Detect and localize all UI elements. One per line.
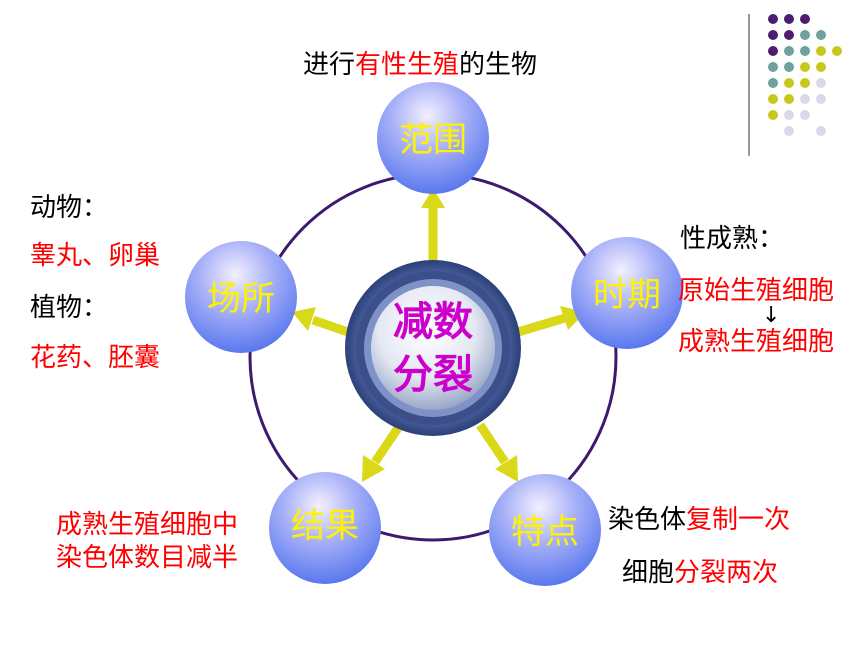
scope-description: 进行有性生殖的生物: [303, 52, 537, 78]
scope-post: 的生物: [459, 50, 538, 80]
center-label-line2: 分裂: [393, 352, 473, 398]
feature-line1-pre: 染色体: [608, 505, 687, 535]
period-line1: 原始生殖细胞: [678, 276, 835, 306]
site-animal-value: 睾丸、卵巢: [30, 241, 161, 271]
site-plant-value: 花药、胚囊: [30, 343, 161, 373]
node-period: 时期: [571, 237, 683, 349]
feature-line2-pre: 细胞: [622, 558, 675, 588]
feature-line1-highlight: 复制一次: [686, 505, 791, 535]
center-hub: 减数 分裂: [345, 260, 521, 436]
arrow-to-feature: [476, 422, 518, 482]
node-label-scope: 范围: [399, 120, 467, 160]
period-arrow-icon: ↓: [762, 303, 781, 328]
center-label-line1: 减数: [393, 299, 473, 345]
scope-pre: 进行: [303, 50, 356, 80]
feature-line2: 细胞分裂两次: [622, 560, 778, 586]
decorative-dot-grid: [748, 14, 842, 156]
arrows: [292, 188, 586, 482]
node-label-feature: 特点: [511, 512, 579, 552]
period-label: 性成熟：: [680, 224, 785, 254]
node-result: 结果: [269, 472, 381, 584]
node-feature: 特点: [489, 474, 601, 586]
arrow-to-scope: [421, 188, 445, 265]
site-animal-label: 动物：: [30, 193, 109, 223]
node-scope: 范围: [377, 82, 489, 194]
period-line2: 成熟生殖细胞: [678, 327, 835, 357]
node-label-period: 时期: [593, 275, 661, 315]
result-line1: 成熟生殖细胞中: [56, 510, 239, 540]
node-site: 场所: [185, 241, 297, 353]
feature-line2-highlight: 分裂两次: [674, 558, 779, 588]
site-plant-label: 植物：: [30, 293, 109, 323]
node-label-result: 结果: [291, 506, 359, 546]
feature-line1: 染色体复制一次: [608, 507, 790, 533]
result-line2: 染色体数目减半: [56, 543, 239, 573]
scope-highlight: 有性生殖: [355, 50, 460, 80]
arrow-to-result: [362, 422, 404, 482]
node-label-site: 场所: [207, 279, 275, 319]
arrow-to-site: [292, 307, 350, 337]
